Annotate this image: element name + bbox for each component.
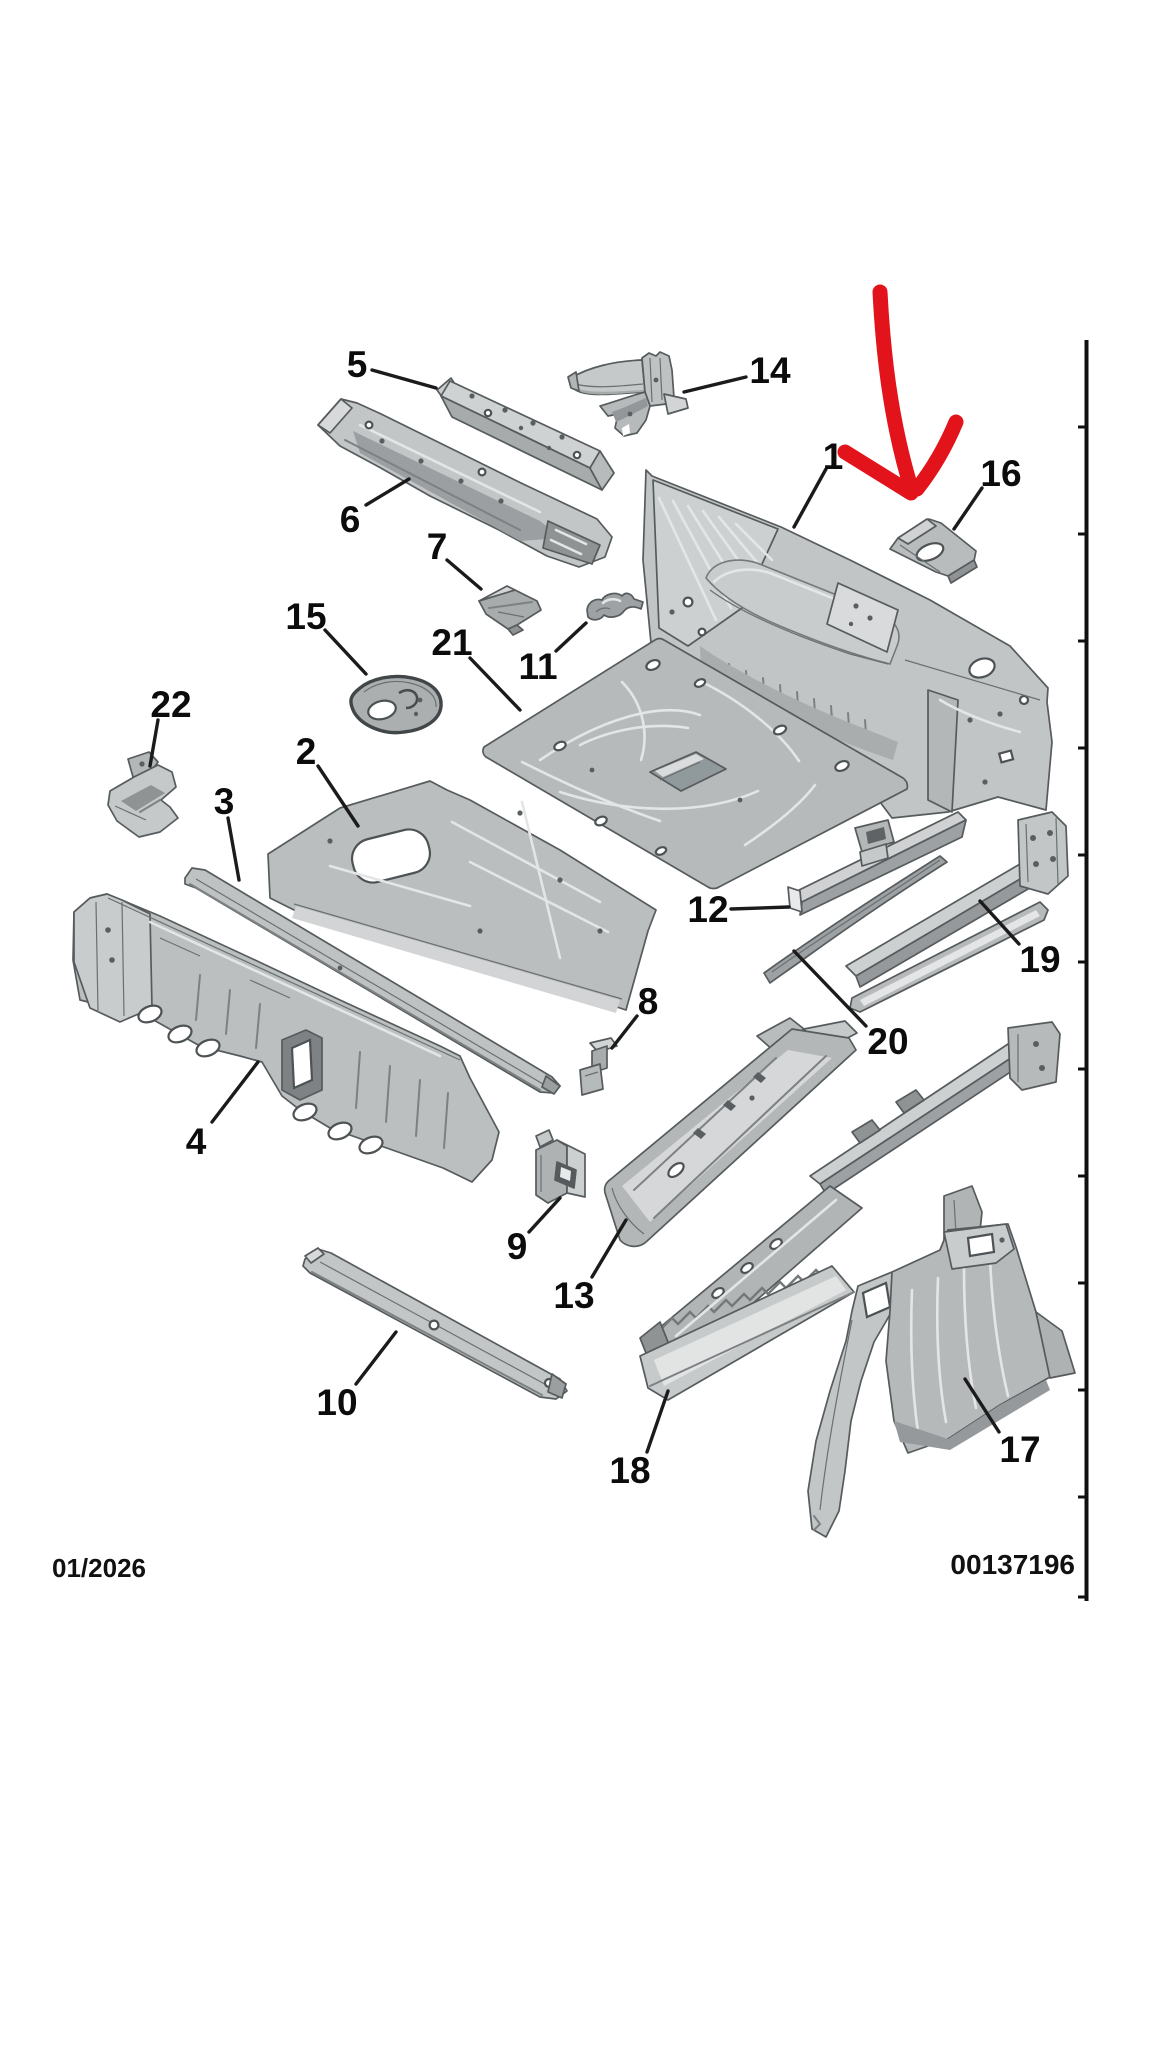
part-9-drawing	[535, 1129, 586, 1204]
part-21-drawing	[482, 637, 909, 890]
leader-line-15	[323, 628, 368, 676]
callout-16: 16	[980, 453, 1021, 494]
part-3-drawing	[184, 867, 561, 1095]
red-arrow-shaft	[872, 284, 920, 499]
part-20-drawing	[763, 855, 948, 984]
callout-13: 13	[553, 1275, 594, 1316]
callout-8: 8	[638, 981, 659, 1022]
part-13-drawing	[603, 1017, 858, 1248]
callout-6: 6	[340, 499, 361, 540]
callout-19: 19	[1019, 939, 1060, 980]
footer-date: 01/2026	[52, 1553, 146, 1583]
leader-line-16	[952, 486, 984, 531]
callout-14: 14	[749, 350, 791, 391]
leader-line-5	[370, 368, 438, 390]
part-5-drawing	[436, 377, 615, 491]
part-15-drawing	[349, 674, 443, 735]
leader-line-19	[978, 899, 1021, 946]
part-17-drawing	[807, 1223, 1076, 1538]
part-19-drawing	[845, 811, 1069, 1013]
part-12-drawing	[787, 811, 967, 916]
part-8-drawing	[579, 1037, 618, 1096]
leader-line-22	[148, 718, 160, 768]
ruler-line	[1078, 340, 1089, 1601]
leader-line-20	[792, 949, 868, 1028]
part-1-drawing	[642, 469, 1053, 819]
callout-20: 20	[867, 1021, 908, 1062]
part-16-drawing	[889, 518, 978, 584]
leader-line-9	[527, 1196, 562, 1234]
callout-17: 17	[999, 1429, 1040, 1470]
callout-15: 15	[285, 596, 326, 637]
footer-document-number: 00137196	[950, 1549, 1075, 1580]
part-18-drawing	[639, 1021, 1061, 1401]
callout-12: 12	[687, 889, 728, 930]
callout-21: 21	[431, 622, 472, 663]
part-10-drawing	[302, 1247, 568, 1400]
leader-line-13	[590, 1218, 628, 1279]
callout-1: 1	[823, 436, 844, 477]
leader-line-10	[354, 1330, 398, 1386]
leader-line-1	[792, 467, 828, 529]
callout-5: 5	[347, 344, 368, 385]
leader-line-14	[682, 375, 748, 394]
leader-line-4	[210, 1060, 260, 1124]
callout-18: 18	[609, 1450, 650, 1491]
part-4-drawing	[72, 893, 500, 1183]
callout-9: 9	[507, 1226, 528, 1267]
leader-line-21	[468, 656, 522, 712]
leader-line-18	[645, 1389, 670, 1454]
part-7-drawing	[478, 585, 542, 636]
part-6-drawing	[317, 398, 613, 568]
leader-line-8	[610, 1014, 639, 1050]
callout-3: 3	[214, 781, 235, 822]
callouts: 1 2 3 4 5 6 7 8 9 10 11 12 13 14 15 16 1…	[150, 344, 1060, 1491]
leader-line-11	[554, 621, 588, 653]
leader-line-12	[729, 905, 791, 911]
red-arrow-annotation	[837, 284, 964, 501]
leader-lines	[148, 368, 1021, 1454]
part-22-drawing	[107, 751, 179, 838]
leader-line-17	[963, 1377, 1001, 1434]
callout-10: 10	[316, 1382, 357, 1423]
leader-line-7	[445, 558, 483, 591]
leader-line-6	[364, 477, 411, 507]
callout-22: 22	[150, 684, 191, 725]
callout-11: 11	[518, 646, 557, 687]
callout-2: 2	[296, 731, 317, 772]
red-arrow-left-wing	[837, 444, 919, 501]
part-14-drawing	[567, 351, 689, 437]
part-2-drawing	[267, 780, 657, 1013]
leader-line-3	[226, 816, 241, 882]
callout-4: 4	[186, 1121, 207, 1162]
red-arrow-right-wing	[909, 414, 964, 497]
part-11-drawing	[586, 592, 644, 621]
callout-7: 7	[427, 526, 448, 567]
leader-line-2	[316, 764, 360, 828]
